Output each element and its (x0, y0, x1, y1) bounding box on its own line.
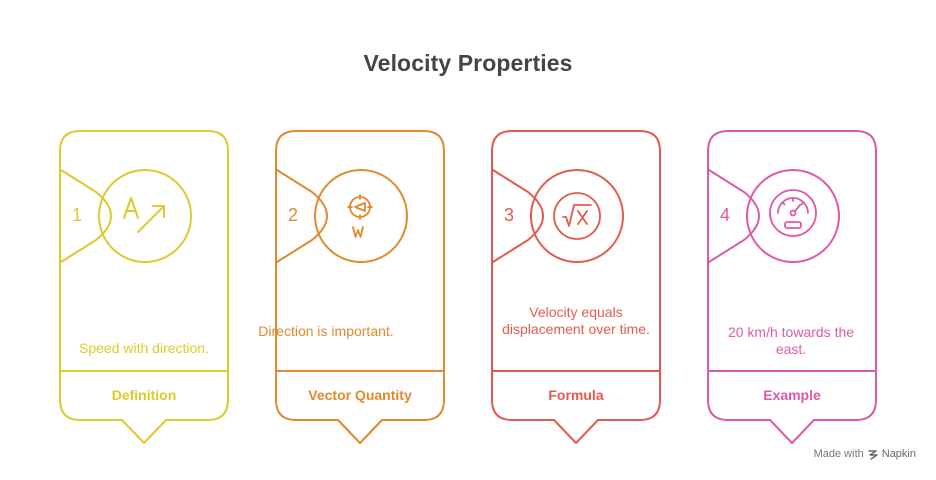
card-description: Speed with direction. (79, 340, 209, 356)
card-label: Vector Quantity (308, 387, 412, 403)
card-description: Direction is important. (258, 323, 394, 339)
compass-icon (347, 194, 373, 238)
number-tab (708, 169, 760, 263)
number-tab (492, 169, 544, 263)
card-frame (707, 130, 877, 444)
number-tab (276, 169, 328, 263)
watermark-prefix: Made with (813, 448, 864, 460)
icon-circle (314, 169, 408, 263)
watermark[interactable]: Made with Napkin (814, 448, 916, 460)
step-number: 2 (288, 205, 299, 225)
card-example (707, 130, 877, 444)
card-label: Definition (111, 387, 177, 403)
card-frame (275, 130, 445, 444)
card-label: Formula (548, 387, 604, 403)
step-number: 4 (720, 205, 731, 225)
watermark-brand: Napkin (881, 448, 916, 460)
card-description: 20 km/h towards the east. (727, 324, 855, 357)
card-definition (59, 130, 229, 444)
step-number: 1 (72, 205, 83, 225)
page-title: Velocity Properties (363, 50, 573, 76)
napkin-logo-icon (868, 449, 878, 460)
step-number: 3 (504, 205, 515, 225)
speedometer-icon (769, 189, 817, 237)
card-frame (491, 130, 661, 444)
speed-direction-icon (123, 197, 165, 233)
icon-circle (746, 169, 840, 263)
card-frame (59, 130, 229, 444)
card-vector-quantity (275, 130, 445, 444)
number-tab (60, 169, 112, 263)
card-description: Velocity equals displacement over time. (502, 304, 650, 337)
card-formula (491, 130, 661, 444)
icon-circle (98, 169, 192, 263)
square-root-icon (553, 192, 601, 240)
card-label: Example (763, 387, 821, 403)
icon-circle (530, 169, 624, 263)
